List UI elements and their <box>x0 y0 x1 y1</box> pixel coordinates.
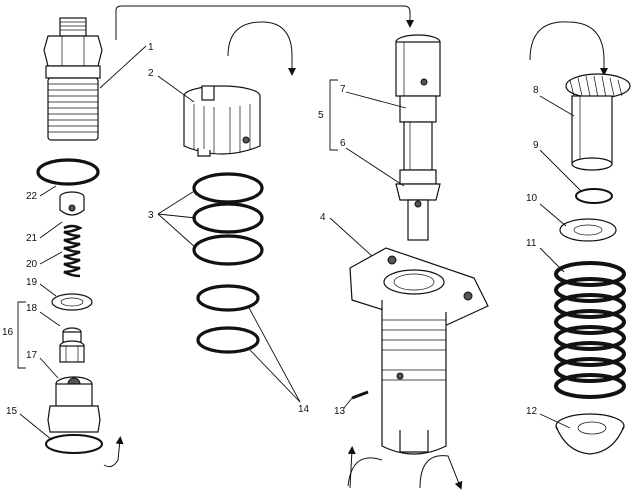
label-10: 10 <box>526 193 538 204</box>
label-9: 9 <box>533 140 539 151</box>
o-rings-lower-part <box>196 284 260 354</box>
valve-part <box>59 191 85 216</box>
control-sleeve-part <box>565 73 631 171</box>
label-11: 11 <box>526 238 537 249</box>
label-21: 21 <box>26 233 38 244</box>
label-20: 20 <box>26 259 38 270</box>
plunger-barrel-part <box>349 247 489 455</box>
snap-ring-part <box>575 188 613 204</box>
plunger-part <box>395 34 441 171</box>
label-1: 1 <box>148 42 154 53</box>
label-2: 2 <box>148 68 154 79</box>
label-19: 19 <box>26 277 38 288</box>
label-22: 22 <box>26 191 38 202</box>
label-3: 3 <box>148 210 154 221</box>
lower-spring-seat-part <box>555 413 625 455</box>
label-6: 6 <box>340 138 346 149</box>
delivery-valve-holder-part <box>43 17 103 141</box>
label-16: 16 <box>2 327 14 338</box>
washer-part <box>51 293 93 311</box>
label-8: 8 <box>533 85 539 96</box>
label-13: 13 <box>334 406 346 417</box>
label-17: 17 <box>26 350 38 361</box>
spring-seat-part <box>559 218 617 242</box>
sleeve-part <box>183 85 261 157</box>
label-5: 5 <box>318 110 324 121</box>
plunger-foot-part <box>395 169 441 241</box>
o-ring-part <box>36 158 100 186</box>
valve-seat-part <box>59 327 85 363</box>
label-12: 12 <box>526 406 538 417</box>
label-15: 15 <box>6 406 18 417</box>
label-14: 14 <box>298 404 310 415</box>
valve-spring-part <box>63 224 83 278</box>
label-7: 7 <box>340 84 346 95</box>
label-18: 18 <box>26 303 38 314</box>
nut-part <box>45 376 103 454</box>
pin-part <box>351 390 369 400</box>
o-rings-part <box>192 172 264 266</box>
plunger-spring-part <box>554 261 626 399</box>
label-4: 4 <box>320 212 326 223</box>
